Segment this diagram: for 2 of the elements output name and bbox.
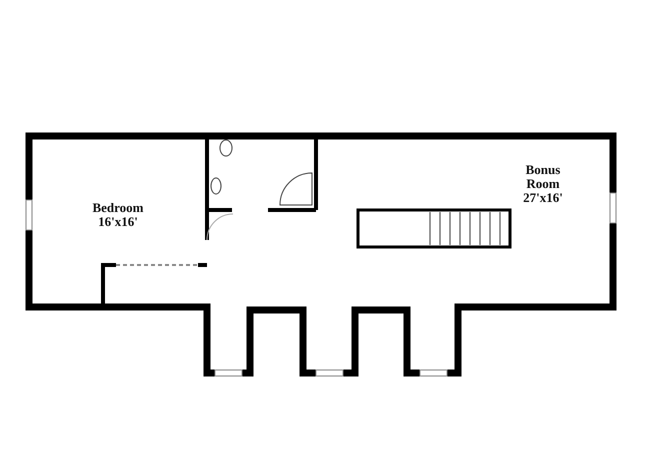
room-label: Bedroom 16'x16' bbox=[78, 201, 158, 229]
room-label: Bonus Room 27'x16' bbox=[513, 163, 573, 205]
